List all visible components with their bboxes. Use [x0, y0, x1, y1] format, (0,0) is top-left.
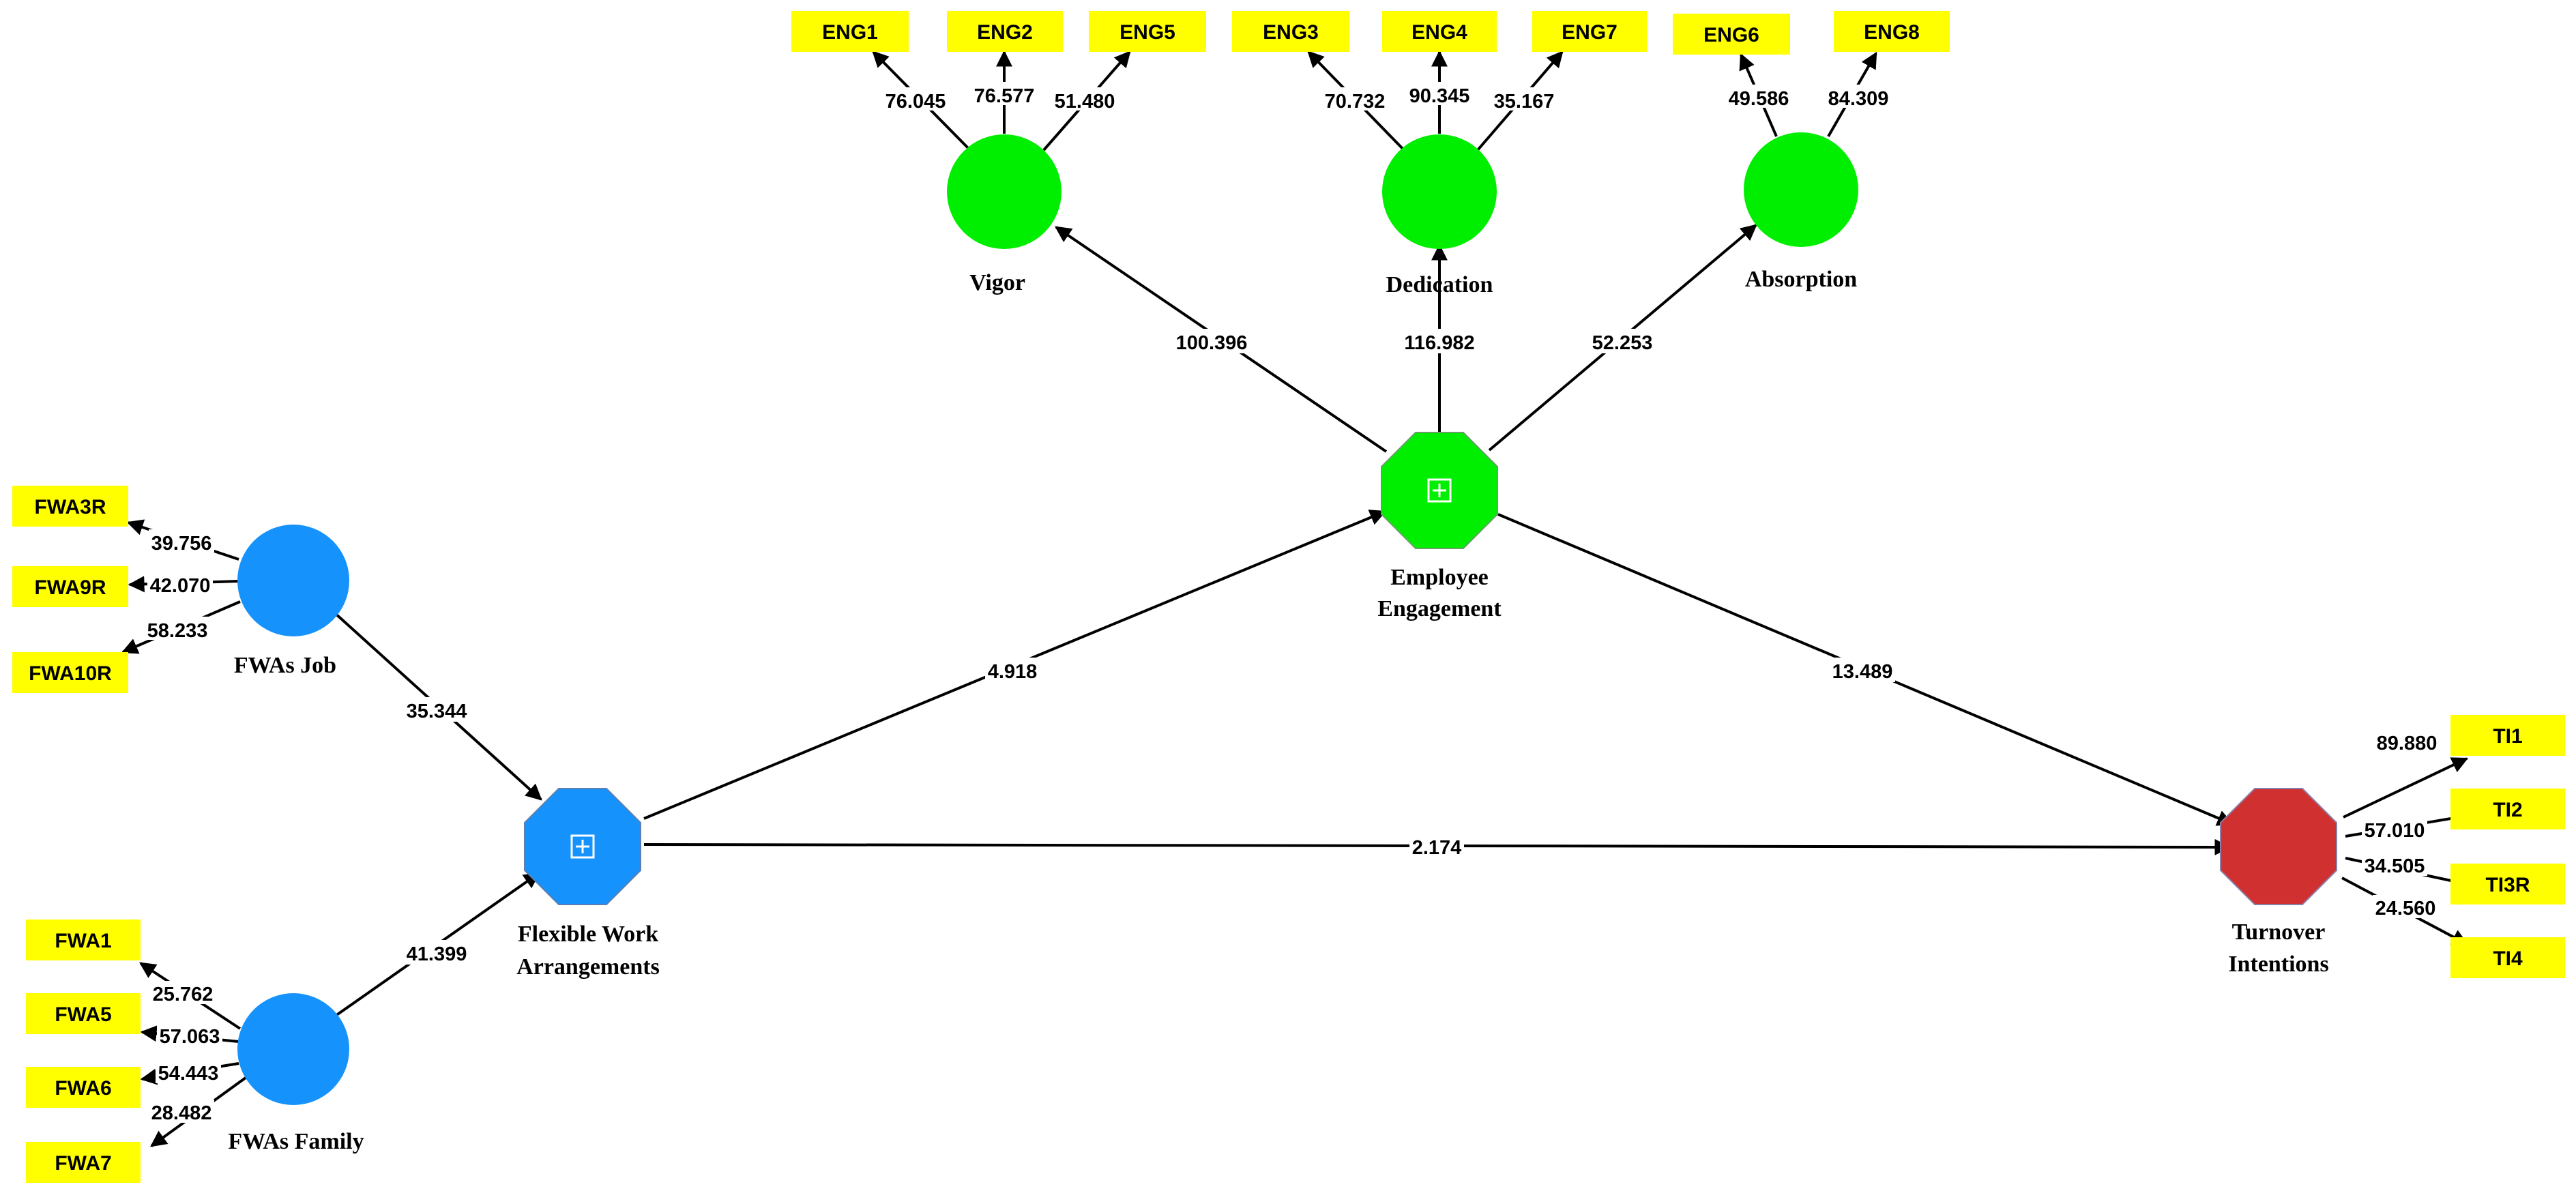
edge-value-labels: 76.045 76.577 51.480 70.732 90.345 35.16…	[145, 82, 2440, 1124]
value-job-fwa10r: 58.233	[147, 620, 208, 642]
indicator-fwa7[interactable]: FWA7	[26, 1142, 141, 1183]
svg-text:FWA6: FWA6	[55, 1077, 111, 1100]
svg-text:ENG2: ENG2	[977, 21, 1033, 44]
construct-fwas-family[interactable]	[237, 993, 349, 1105]
label-fwas-job: FWAs Job	[234, 653, 336, 678]
svg-text:FWA7: FWA7	[55, 1152, 111, 1175]
label-employee-engagement-line2: Engagement	[1377, 596, 1502, 621]
indicator-fwa10r[interactable]: FWA10R	[12, 652, 128, 693]
value-fwa-ti: 2.174	[1412, 837, 1462, 859]
svg-text:TI4: TI4	[2493, 947, 2523, 970]
value-dedication-eng4: 90.345	[1409, 85, 1470, 107]
indicator-eng3[interactable]: ENG3	[1232, 11, 1349, 52]
label-fwas-family: FWAs Family	[228, 1129, 364, 1154]
loading-ti-ti1[interactable]	[2343, 757, 2469, 819]
indicator-eng6[interactable]: ENG6	[1673, 14, 1790, 55]
indicator-eng2[interactable]: ENG2	[947, 11, 1063, 52]
value-family-fwa6: 54.443	[158, 1063, 219, 1085]
label-flexible-work-line2: Arrangements	[516, 954, 660, 980]
label-vigor: Vigor	[969, 270, 1025, 295]
svg-text:FWA5: FWA5	[55, 1003, 111, 1026]
value-family-fwa: 41.399	[407, 943, 467, 965]
indicator-eng7[interactable]: ENG7	[1532, 11, 1647, 52]
construct-turnover-intentions[interactable]	[2220, 788, 2337, 905]
construct-dedication[interactable]	[1382, 134, 1497, 249]
indicator-fwa3r[interactable]: FWA3R	[12, 486, 128, 527]
indicator-ti3r[interactable]: TI3R	[2450, 864, 2565, 905]
indicator-eng1[interactable]: ENG1	[791, 11, 909, 52]
svg-text:FWA3R: FWA3R	[35, 496, 106, 518]
value-job-fwa9r: 42.070	[150, 575, 211, 597]
indicator-fwa6[interactable]: FWA6	[26, 1067, 141, 1108]
svg-text:TI3R: TI3R	[2485, 874, 2530, 896]
measurement-loadings	[121, 50, 2469, 1147]
value-family-fwa7: 28.482	[151, 1102, 212, 1124]
value-vigor-eng5: 51.480	[1055, 91, 1115, 113]
value-ti-ti1: 89.880	[2377, 733, 2438, 754]
value-ti-ti4: 24.560	[2375, 898, 2436, 920]
value-vigor-eng1: 76.045	[886, 91, 946, 113]
indicator-fwa5[interactable]: FWA5	[26, 993, 141, 1034]
construct-vigor[interactable]	[947, 134, 1062, 249]
value-ti-ti3r: 34.505	[2365, 855, 2425, 877]
indicator-fwa1[interactable]: FWA1	[26, 920, 141, 960]
indicator-boxes: ENG1 ENG2 ENG5 ENG3 ENG4 ENG7 ENG6 ENG8 …	[12, 11, 2565, 1183]
svg-text:FWA9R: FWA9R	[35, 576, 106, 599]
construct-labels: Vigor Dedication Absorption FWAs Job FWA…	[228, 267, 2328, 1154]
value-ti-ti2: 57.010	[2365, 820, 2425, 842]
indicator-eng4[interactable]: ENG4	[1382, 11, 1497, 52]
value-ee-vigor: 100.396	[1176, 332, 1248, 354]
label-dedication: Dedication	[1386, 272, 1493, 297]
label-turnover-line1: Turnover	[2232, 920, 2326, 945]
value-fwa-ee: 4.918	[988, 661, 1038, 683]
value-ee-dedication: 116.982	[1404, 332, 1474, 354]
value-family-fwa1: 25.762	[153, 984, 214, 1005]
svg-text:ENG4: ENG4	[1411, 21, 1467, 44]
value-ee-ti: 13.489	[1832, 661, 1893, 683]
svg-text:ENG3: ENG3	[1263, 21, 1319, 44]
construct-absorption[interactable]	[1744, 132, 1858, 247]
svg-text:FWA10R: FWA10R	[29, 662, 112, 685]
svg-text:FWA1: FWA1	[55, 930, 111, 952]
svg-text:ENG8: ENG8	[1864, 21, 1920, 44]
value-dedication-eng3: 70.732	[1325, 91, 1386, 113]
construct-fwas-job[interactable]	[237, 525, 349, 636]
svg-text:ENG5: ENG5	[1119, 21, 1175, 44]
expand-plus-icon[interactable]	[1427, 478, 1452, 503]
label-turnover-line2: Intentions	[2228, 952, 2328, 977]
indicator-ti2[interactable]: TI2	[2450, 789, 2565, 829]
label-employee-engagement-line1: Employee	[1390, 565, 1489, 590]
label-flexible-work-line1: Flexible Work	[518, 922, 658, 947]
svg-text:TI2: TI2	[2493, 799, 2522, 821]
indicator-ti4[interactable]: TI4	[2450, 937, 2565, 978]
label-absorption: Absorption	[1745, 267, 1857, 292]
value-dedication-eng7: 35.167	[1494, 91, 1555, 113]
structural-paths	[333, 224, 2234, 1017]
svg-text:ENG1: ENG1	[822, 21, 878, 44]
indicator-eng8[interactable]: ENG8	[1834, 11, 1950, 52]
value-family-fwa5: 57.063	[160, 1026, 220, 1048]
indicator-ti1[interactable]: TI1	[2450, 715, 2565, 756]
svg-text:ENG7: ENG7	[1562, 21, 1618, 44]
indicator-fwa9r[interactable]: FWA9R	[12, 566, 128, 607]
indicator-eng5[interactable]: ENG5	[1089, 11, 1206, 52]
value-absorption-eng6: 49.586	[1729, 88, 1789, 110]
value-ee-absorption: 52.253	[1592, 332, 1653, 354]
value-job-fwa: 35.344	[407, 701, 467, 722]
expand-plus-icon[interactable]	[570, 834, 595, 859]
value-absorption-eng8: 84.309	[1828, 88, 1889, 110]
construct-nodes	[237, 132, 2337, 1105]
value-job-fwa3r: 39.756	[151, 533, 212, 555]
value-vigor-eng2: 76.577	[974, 85, 1035, 107]
svg-text:ENG6: ENG6	[1703, 24, 1759, 46]
svg-text:TI1: TI1	[2493, 725, 2522, 748]
